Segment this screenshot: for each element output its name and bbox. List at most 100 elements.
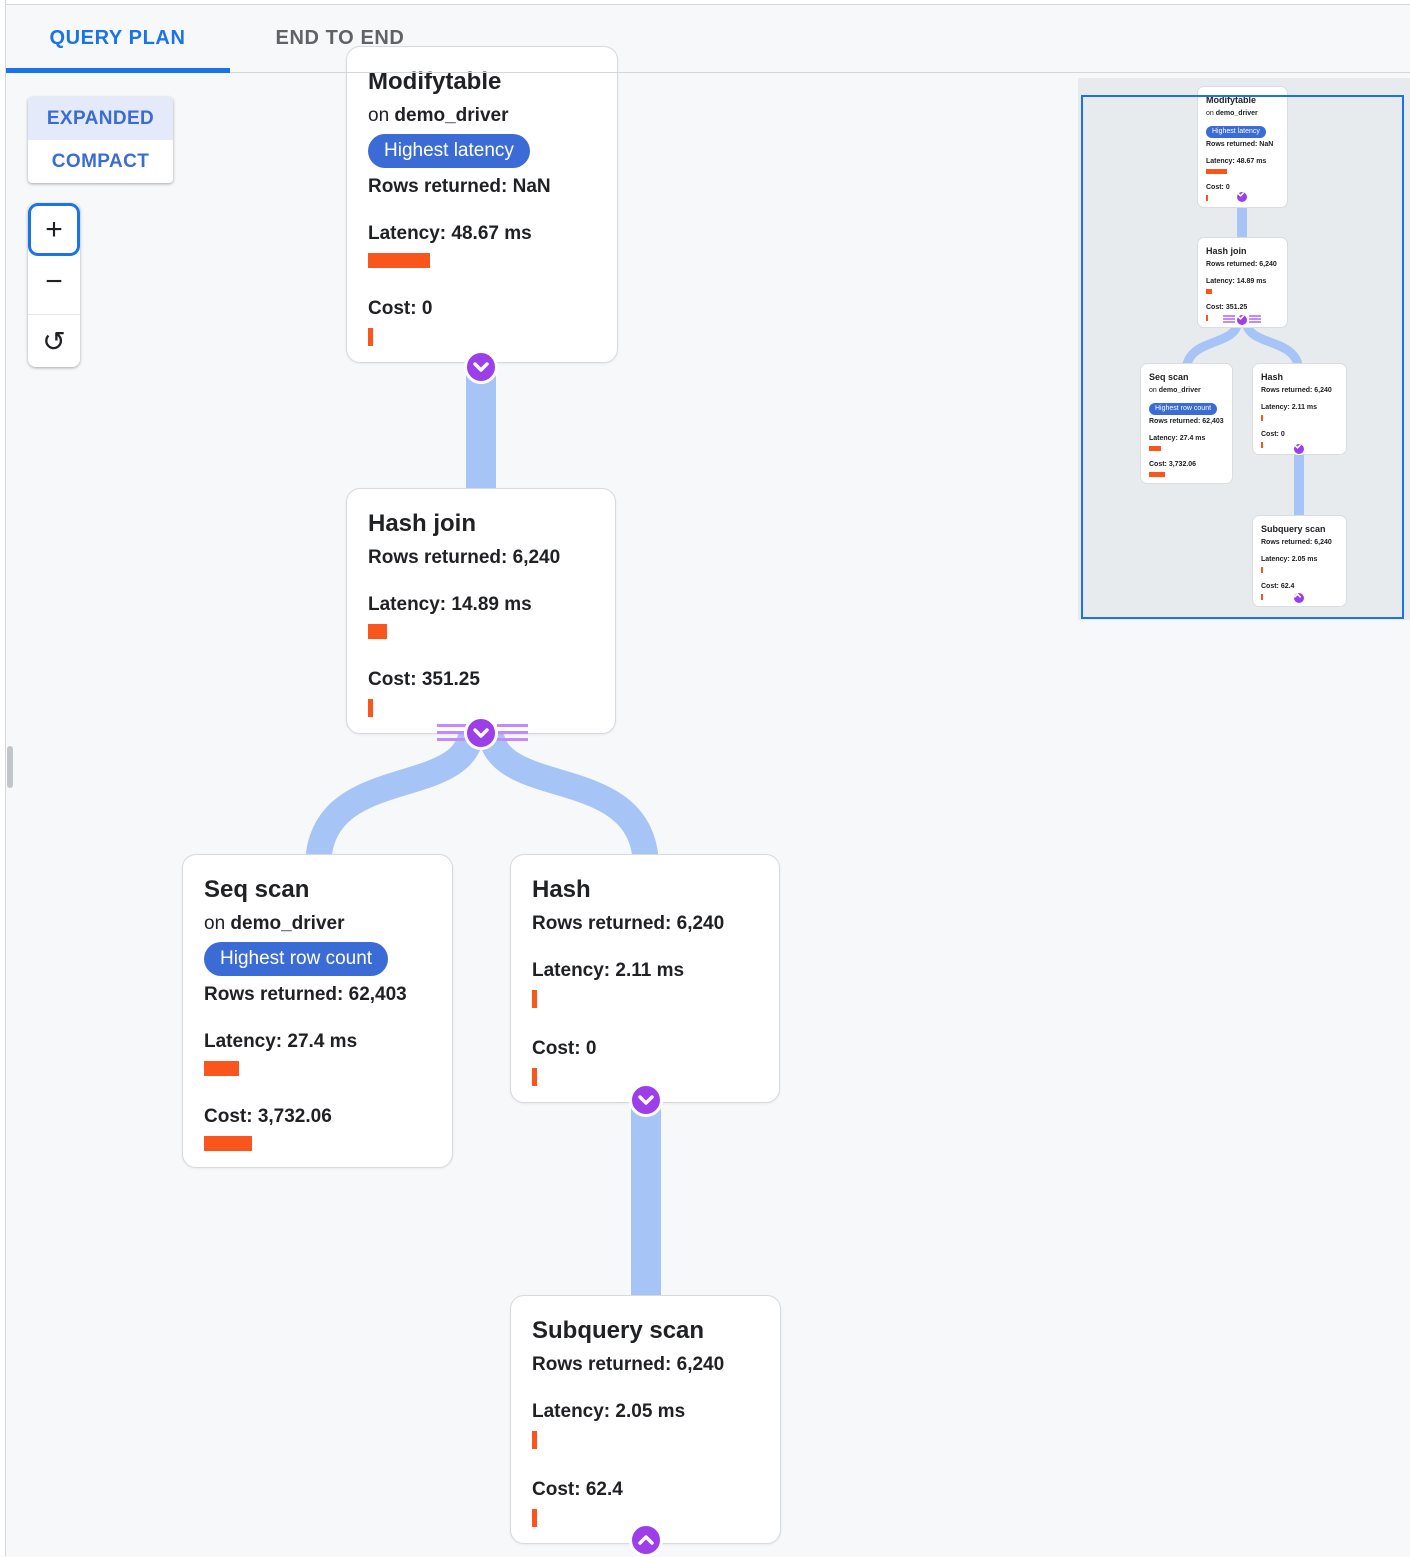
- chevron-down-icon: [638, 1095, 654, 1105]
- tab-end-to-end[interactable]: END TO END: [230, 5, 450, 72]
- junction-lines-left: [437, 724, 468, 741]
- latency-bar: [1261, 567, 1263, 573]
- mini-collapse-dot: [1293, 443, 1305, 455]
- layout-toggle: EXPANDED COMPACT: [28, 97, 173, 183]
- latency-label: Latency: 14.89 ms: [368, 594, 532, 615]
- node-table-line: on demo_driver: [1206, 110, 1258, 117]
- node-title: Seq scan: [1149, 372, 1189, 382]
- node-title: Hash join: [368, 510, 477, 537]
- cost-label: Cost: 351.25: [1206, 304, 1248, 311]
- chevron-down-icon: [473, 362, 489, 372]
- latency-label: Latency: 2.11 ms: [1261, 404, 1318, 411]
- reset-view-button[interactable]: ↺: [28, 315, 80, 367]
- latency-bar: [204, 1061, 239, 1076]
- minimap[interactable]: Modifytable on demo_driver Highest laten…: [1078, 78, 1410, 620]
- latency-label: Latency: 48.67 ms: [1206, 158, 1267, 165]
- latency-bar: [1206, 289, 1212, 294]
- mini-junction-lines-right: [1249, 315, 1261, 323]
- highest-latency-badge: Highest latency: [368, 134, 530, 168]
- junction-lines-right: [497, 724, 528, 741]
- edge-hashjoin-hash: [477, 724, 659, 869]
- latency-bar: [368, 253, 430, 268]
- rows-returned: Rows returned: 62,403: [204, 984, 407, 1005]
- cost-bar: [1206, 195, 1208, 201]
- cost-label: Cost: 0: [1261, 431, 1285, 438]
- minimap-node-hash: Hash Rows returned: 6,240 Latency: 2.11 …: [1252, 363, 1347, 455]
- highest-row-count-badge: Highest row count: [204, 942, 389, 976]
- cost-bar: [532, 1509, 537, 1527]
- plan-node-hash[interactable]: Hash Rows returned: 6,240 Latency: 2.11 …: [510, 854, 780, 1103]
- cost-bar: [1261, 442, 1263, 448]
- chevron-up-icon: [1294, 593, 1301, 598]
- expand-button-subquery-scan[interactable]: [629, 1523, 663, 1557]
- table-name: demo_driver: [230, 913, 345, 934]
- cost-bar: [1149, 472, 1165, 477]
- rows-returned: Rows returned: 6,240: [532, 913, 725, 934]
- minimap-node-seq-scan: Seq scan on demo_driver Highest row coun…: [1140, 363, 1233, 484]
- on-prefix: on: [204, 913, 226, 934]
- node-title: Subquery scan: [1261, 524, 1326, 534]
- latency-bar: [532, 1431, 537, 1449]
- tab-query-plan[interactable]: QUERY PLAN: [5, 5, 230, 73]
- top-border: [0, 0, 1410, 5]
- latency-label: Latency: 27.4 ms: [204, 1031, 358, 1052]
- cost-label: Cost: 351.25: [368, 669, 480, 690]
- vertical-scrollbar-thumb[interactable]: [7, 746, 13, 788]
- collapse-button-hash[interactable]: [629, 1083, 663, 1117]
- collapse-button-hash-join[interactable]: [464, 716, 498, 750]
- rows-returned: Rows returned: 6,240: [1261, 387, 1332, 394]
- rows-returned: Rows returned: 62,403: [1149, 418, 1224, 425]
- node-table-line: on demo_driver: [1149, 387, 1201, 394]
- compact-toggle-button[interactable]: COMPACT: [51, 150, 150, 172]
- mini-junction-lines-left: [1223, 315, 1235, 323]
- cost-bar: [204, 1136, 252, 1151]
- node-title: Modifytable: [1206, 95, 1257, 105]
- cost-label: Cost: 3,732.06: [204, 1106, 332, 1127]
- node-title: Hash join: [1206, 246, 1247, 256]
- expanded-toggle-button[interactable]: EXPANDED: [28, 97, 173, 140]
- tab-label: END TO END: [275, 27, 405, 49]
- latency-label: Latency: 2.05 ms: [1261, 556, 1318, 563]
- node-table-line: on demo_driver: [368, 103, 596, 128]
- chevron-up-icon: [638, 1535, 654, 1545]
- on-prefix: on: [368, 105, 390, 126]
- rows-returned: Rows returned: 6,240: [532, 1354, 725, 1375]
- node-title: Seq scan: [204, 876, 310, 903]
- cost-label: Cost: 62.4: [532, 1479, 623, 1500]
- zoom-out-button[interactable]: −: [28, 256, 80, 308]
- minimap-viewport[interactable]: [1081, 95, 1404, 619]
- plan-node-subquery-scan[interactable]: Subquery scan Rows returned: 6,240 Laten…: [510, 1295, 781, 1544]
- highest-latency-badge: Highest latency: [1206, 126, 1266, 138]
- table-name: demo_driver: [394, 105, 509, 126]
- minimap-node-hash-join: Hash join Rows returned: 6,240 Latency: …: [1197, 237, 1288, 328]
- node-title: Hash: [532, 876, 591, 903]
- rows-returned: Rows returned: 6,240: [1206, 261, 1277, 268]
- cost-label: Cost: 3,732.06: [1149, 461, 1197, 468]
- cost-label: Cost: 0: [1206, 184, 1230, 191]
- plan-node-seq-scan[interactable]: Seq scan on demo_driver Highest row coun…: [182, 854, 453, 1168]
- chevron-down-icon: [473, 728, 489, 738]
- zoom-controls: + − ↺: [28, 203, 80, 367]
- cost-bar: [1261, 594, 1263, 600]
- active-tab-indicator: [5, 68, 230, 73]
- mini-expand-dot: [1293, 592, 1305, 604]
- plan-node-modifytable[interactable]: Modifytable on demo_driver Highest laten…: [346, 46, 618, 363]
- node-title: Subquery scan: [532, 1317, 705, 1344]
- latency-label: Latency: 2.05 ms: [532, 1401, 686, 1422]
- cost-bar: [1206, 315, 1208, 321]
- rows-returned: Rows returned: 6,240: [1261, 539, 1332, 546]
- latency-label: Latency: 14.89 ms: [1206, 278, 1267, 285]
- zoom-in-button[interactable]: +: [28, 203, 80, 256]
- divider: [28, 314, 80, 315]
- edge-hashjoin-seqscan: [305, 724, 485, 869]
- cost-label: Cost: 0: [368, 298, 433, 319]
- highest-row-count-badge: Highest row count: [1149, 403, 1218, 415]
- rows-returned: Rows returned: NaN: [368, 176, 551, 197]
- mini-collapse-dot: [1236, 314, 1248, 326]
- chevron-down-icon: [1294, 444, 1301, 449]
- cost-label: Cost: 62.4: [1261, 583, 1295, 590]
- latency-label: Latency: 48.67 ms: [368, 223, 532, 244]
- cost-bar: [368, 699, 373, 717]
- collapse-button-modifytable[interactable]: [464, 350, 498, 384]
- plan-node-hash-join[interactable]: Hash join Rows returned: 6,240 Latency: …: [346, 488, 616, 734]
